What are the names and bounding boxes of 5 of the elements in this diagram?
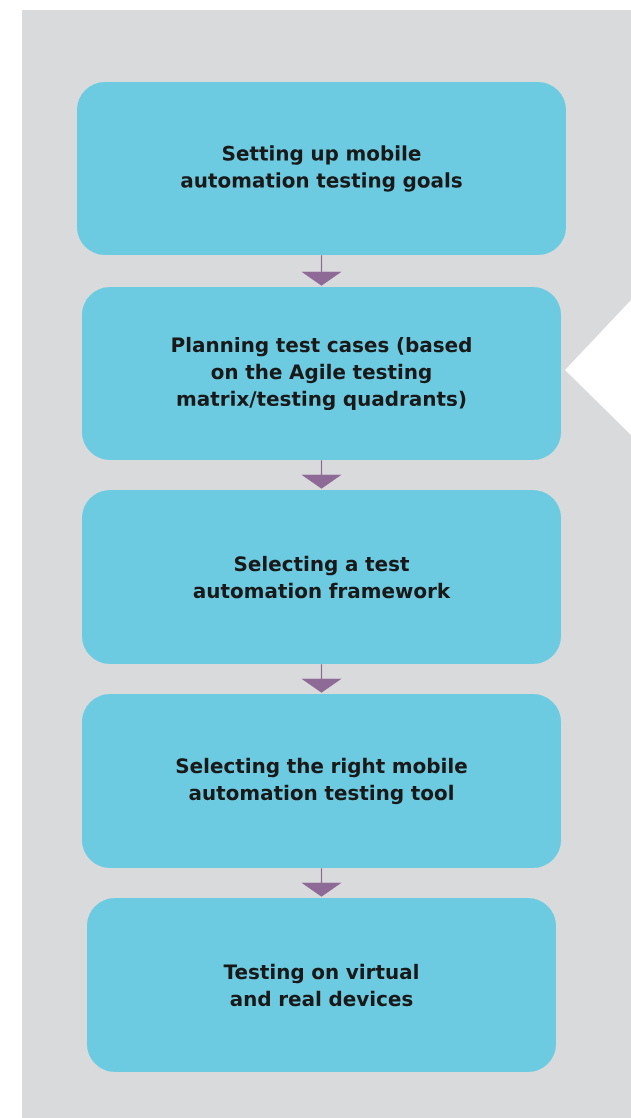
process-box: Planning test cases (based on the Agile testing matrix/testing quadrants) bbox=[82, 287, 561, 460]
process-box: Testing on virtual and real devices bbox=[87, 898, 556, 1072]
process-box: Setting up mobile automation testing goals bbox=[77, 82, 566, 255]
process-box: Selecting the right mobile automation testing tool bbox=[82, 694, 561, 868]
process-box: Selecting a test automation framework bbox=[82, 490, 561, 664]
